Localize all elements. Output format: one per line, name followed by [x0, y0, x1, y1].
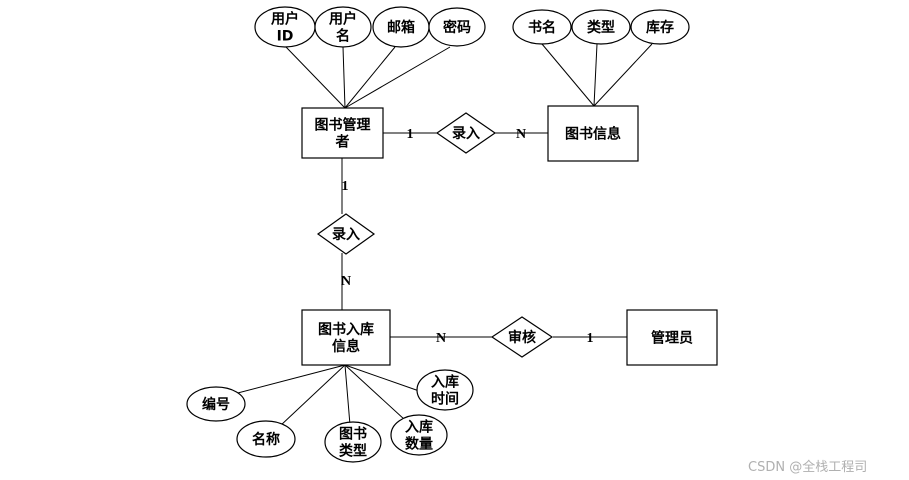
attribute-label-line-1: 密码 — [442, 19, 471, 36]
attribute-ellipse — [571, 9, 631, 45]
entity-label-line-1: 图书管理 — [315, 117, 371, 134]
entity-label-line-1: 管理员 — [651, 330, 693, 347]
diagram-shapes: 图书管理者图书信息图书入库信息管理员录入录入审核用户ID用户名邮箱密码书名类型库… — [186, 6, 718, 463]
attribute-ellipse — [512, 9, 572, 45]
attribute-label-line-1: 用户 — [271, 11, 299, 28]
attribute-ellipse — [630, 9, 690, 45]
attribute-email: 邮箱 — [372, 6, 430, 48]
edge-inbound-booktype — [344, 364, 351, 426]
relationship-label-line-1: 录入 — [452, 126, 480, 142]
edge-manager-user-id — [285, 46, 346, 109]
attribute-label-line-2: ID — [277, 29, 294, 45]
entity-label-line-2: 信息 — [332, 338, 360, 355]
relationship-label-line-1: 录入 — [332, 227, 360, 243]
edge-inbound-quantity — [344, 364, 406, 421]
cardinality-enter-mid-to-inbound: N — [341, 274, 351, 289]
edge-inbound-serial — [229, 364, 346, 396]
attribute-label-line-2: 时间 — [431, 391, 459, 408]
entity-box — [301, 107, 384, 159]
edge-inbound-time — [344, 364, 423, 393]
attribute-serial-no: 编号 — [186, 386, 246, 422]
attribute-ellipse — [416, 369, 474, 411]
cardinality-review-to-admin: 1 — [587, 331, 594, 346]
entity-label-line-2: 者 — [336, 135, 350, 151]
edge-inbound-name — [279, 364, 346, 427]
attribute-ellipse — [428, 7, 486, 47]
relationship-diamond — [490, 316, 554, 358]
edge-manager-password — [344, 46, 451, 109]
attribute-label-line-1: 邮箱 — [387, 19, 415, 36]
entity-administrator: 管理员 — [626, 309, 718, 366]
attribute-label-line-2: 数量 — [405, 436, 433, 453]
relationship-enter-top: 录入 — [435, 112, 497, 154]
cardinality-enter-top-to-book-info: N — [516, 127, 526, 142]
attribute-name: 名称 — [236, 420, 296, 458]
entity-book-info: 图书信息 — [547, 105, 639, 162]
attribute-label-line-1: 用户 — [329, 11, 357, 28]
relationship-enter-mid: 录入 — [316, 213, 376, 255]
attribute-label-line-1: 书名 — [528, 19, 556, 36]
attribute-label-line-2: 名 — [336, 28, 350, 45]
edge-bookinfo-stock — [593, 43, 653, 107]
entity-label-line-1: 图书入库 — [318, 321, 374, 338]
relationship-label-line-1: 审核 — [508, 329, 536, 346]
watermark: CSDN @全栈工程司 — [748, 459, 867, 475]
edge-manager-username — [342, 46, 346, 109]
attribute-label-line-2: 类型 — [339, 443, 367, 460]
attribute-stock: 库存 — [630, 9, 690, 45]
relationship-review: 审核 — [490, 316, 554, 358]
attribute-ellipse — [186, 386, 246, 422]
attribute-label-line-1: 名称 — [252, 431, 280, 448]
attribute-book-title: 书名 — [512, 9, 572, 45]
entity-box — [547, 105, 639, 162]
attribute-password: 密码 — [428, 7, 486, 47]
cardinality-manager-to-enter-top: 1 — [407, 127, 414, 142]
cardinality-manager-to-enter-mid: 1 — [342, 179, 349, 194]
entity-box — [301, 309, 391, 366]
cardinality-inbound-to-review: N — [436, 331, 446, 346]
attribute-ellipse — [314, 6, 372, 48]
attribute-ellipse — [390, 414, 448, 456]
edge-bookinfo-title — [541, 43, 595, 107]
attribute-book-type: 类型 — [571, 9, 631, 45]
entity-box — [626, 309, 718, 366]
attribute-label-line-1: 入库 — [405, 419, 433, 436]
attribute-ellipse — [324, 421, 382, 463]
attribute-label-line-1: 类型 — [587, 19, 615, 36]
edge-manager-email — [344, 46, 396, 109]
entity-label-line-1: 图书信息 — [565, 126, 621, 143]
attribute-label-line-1: 入库 — [431, 374, 459, 391]
attribute-username: 用户名 — [314, 6, 372, 48]
relationship-diamond — [435, 112, 497, 154]
connector-lines — [229, 43, 653, 427]
attribute-label-line-1: 图书 — [339, 426, 367, 443]
attribute-ellipse — [236, 420, 296, 458]
attribute-label-line-1: 编号 — [202, 396, 230, 413]
edge-bookinfo-type — [593, 43, 598, 107]
attribute-label-line-1: 库存 — [646, 19, 674, 36]
relationship-diamond — [316, 213, 376, 255]
